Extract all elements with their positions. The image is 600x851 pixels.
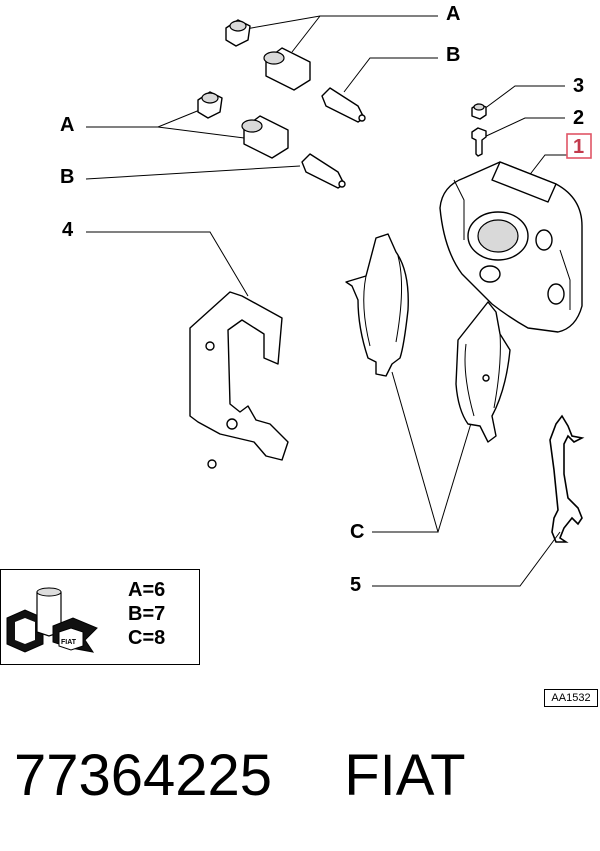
logo-text: FIAT — [61, 639, 77, 646]
callout-b-left: B — [60, 166, 74, 188]
bushing-large-left — [241, 115, 289, 159]
callout-b-top: B — [446, 44, 460, 66]
bushing-large-top — [263, 47, 311, 91]
spring-clip — [549, 414, 585, 543]
reference-code: AA1532 — [544, 689, 598, 707]
caliper-bracket — [189, 291, 289, 469]
legend-line-b: B=7 — [128, 603, 165, 625]
legend-line-a: A=6 — [128, 579, 165, 601]
brand-name: FIAT — [344, 743, 466, 808]
callout-3: 3 — [573, 75, 584, 97]
highlight-box-1 — [566, 133, 592, 159]
part-number: 77364225 — [14, 743, 273, 808]
callout-5: 5 — [350, 574, 361, 596]
guide-pin-top — [321, 87, 366, 123]
callout-4: 4 — [62, 219, 74, 241]
quantity-legend: FIAT A=6 B=7 C=8 — [0, 569, 200, 665]
bushing-small-left — [197, 91, 223, 119]
footer-caption: 77364225 FIAT — [14, 742, 466, 809]
guide-pin-left — [301, 153, 346, 189]
legend-graphic: FIAT A=6 B=7 C=8 — [6, 579, 165, 653]
legend-line-c: C=8 — [128, 627, 165, 649]
callout-2: 2 — [573, 107, 584, 129]
brake-pad-rear — [455, 301, 511, 443]
callout-a-left: A — [60, 114, 74, 136]
leader-lines — [85, 15, 568, 587]
callout-c: C — [350, 521, 364, 543]
bleed-cap — [471, 103, 487, 120]
brake-pad-front — [345, 233, 409, 377]
bleed-screw — [471, 127, 487, 157]
callout-1: 1 — [573, 136, 584, 158]
callout-a-top: A — [446, 3, 460, 25]
exploded-parts-diagram: A B A B 3 2 1 4 C 5 — [60, 3, 592, 596]
bushing-small-top — [225, 19, 251, 47]
brake-caliper — [439, 161, 583, 333]
fiat-package-icon: FIAT — [6, 587, 98, 653]
